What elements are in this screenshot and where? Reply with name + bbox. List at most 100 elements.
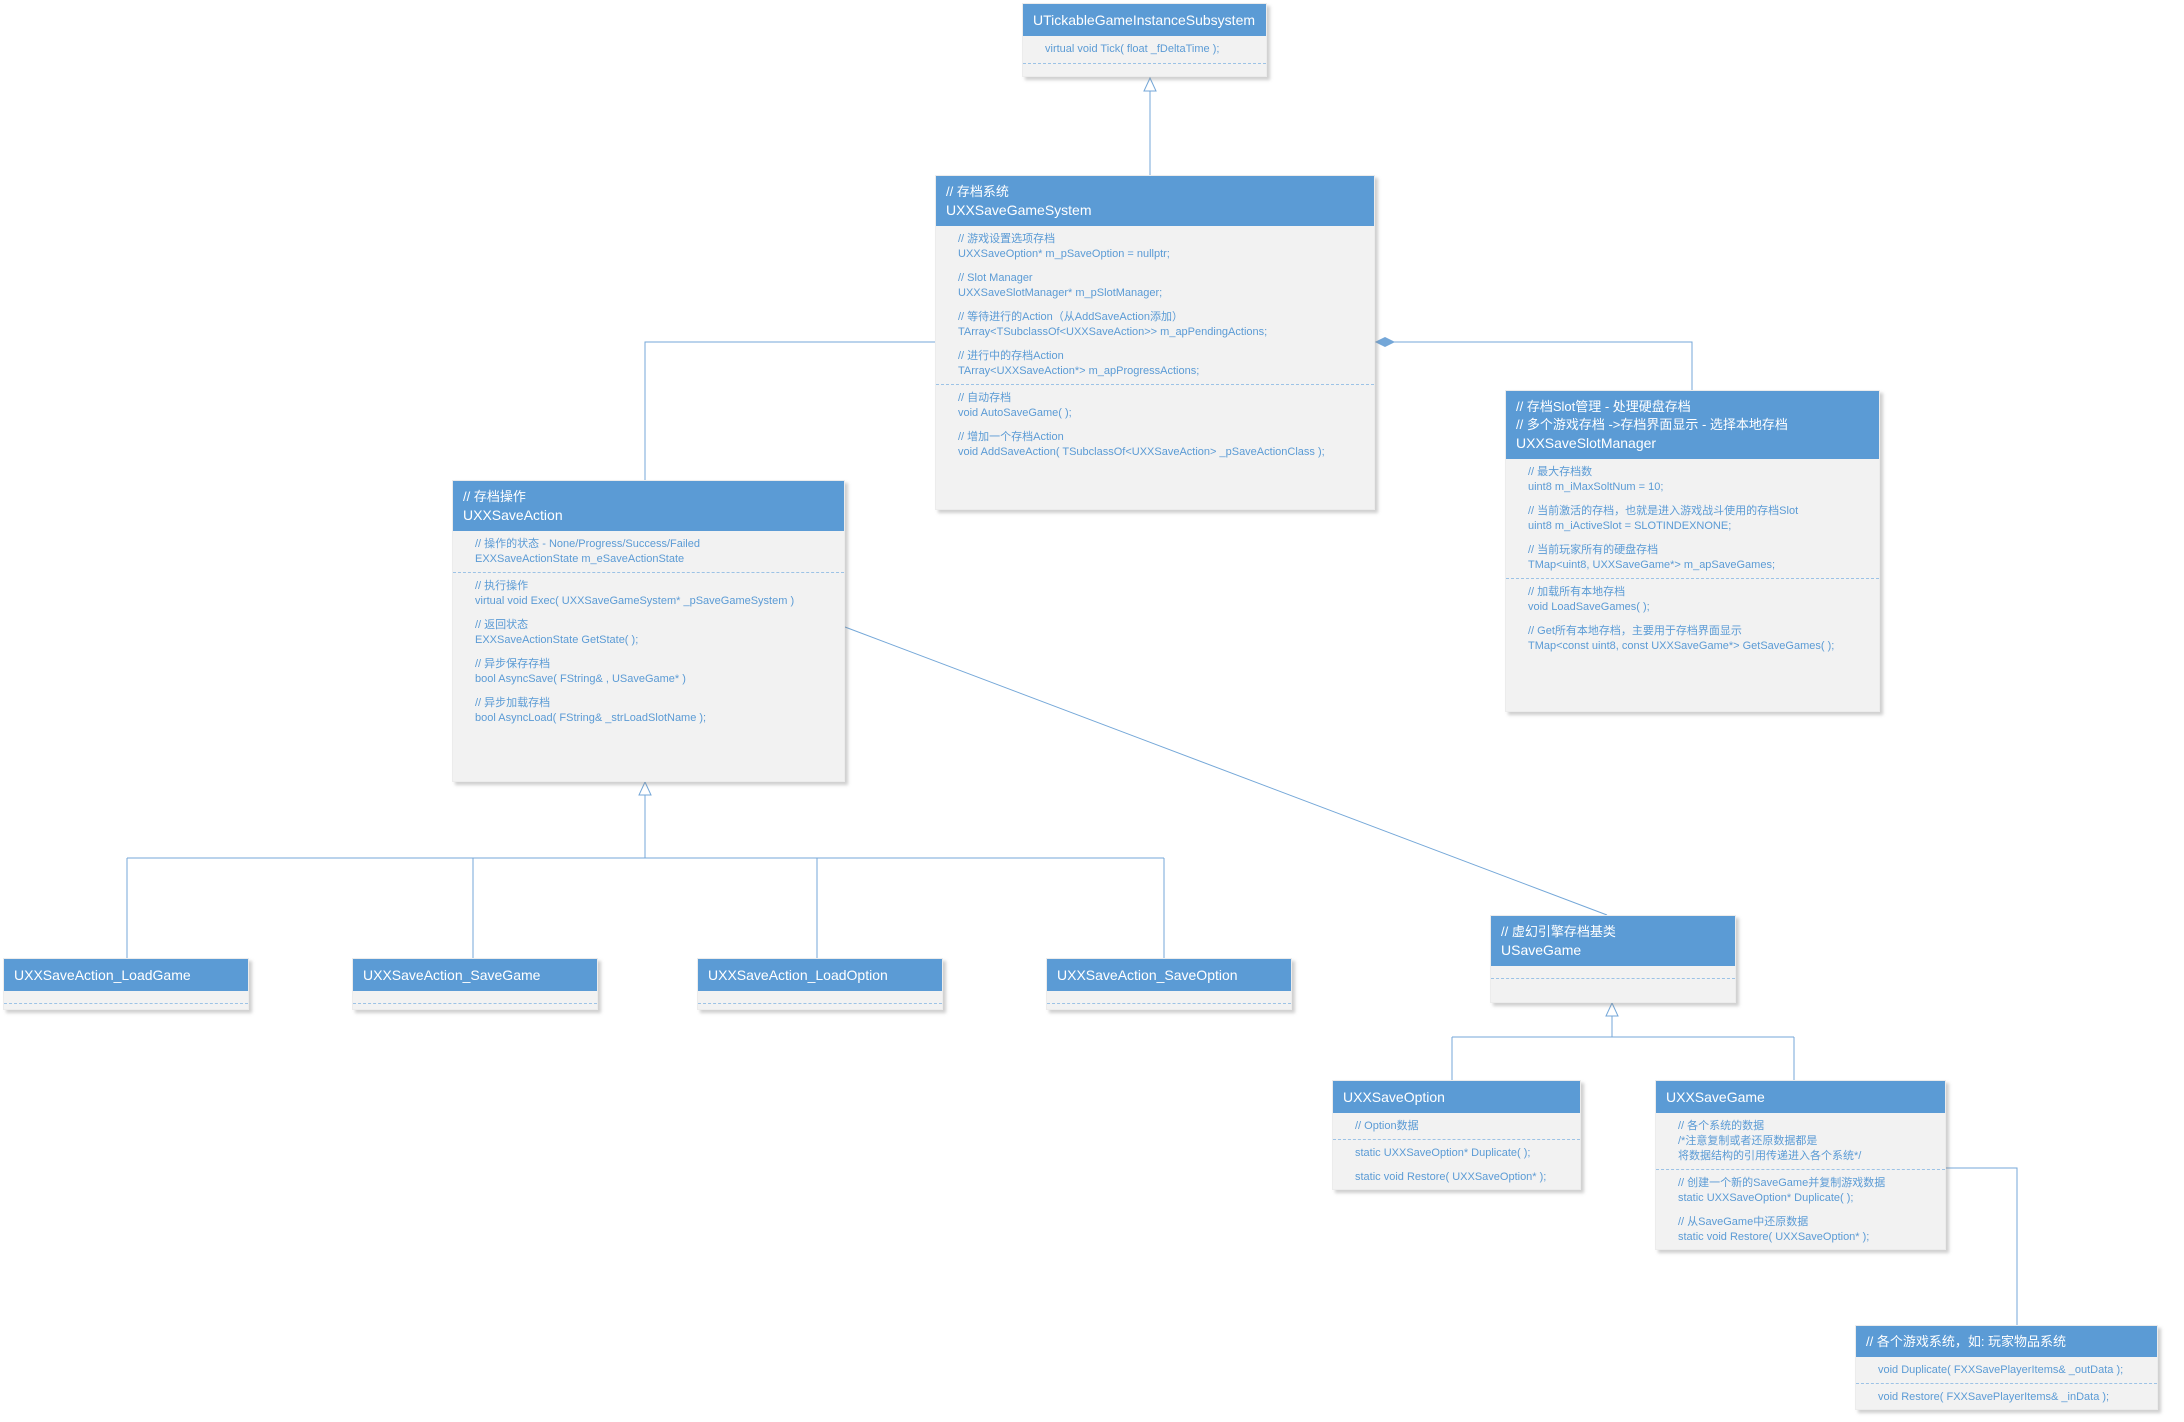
class-box-uxxsaveslotmanager[interactable]: // 存档Slot管理 - 处理硬盘存档// 多个游戏存档 ->存档界面显示 -… bbox=[1505, 390, 1880, 712]
edge-inheritance-actions-to-uxxsaveaction[interactable] bbox=[126, 795, 1165, 958]
member-row: // Get所有本地存档，主要用于存档界面显示 bbox=[1528, 625, 1742, 637]
class-box-uxxsaveaction-saveoption[interactable]: UXXSaveAction_SaveOption bbox=[1046, 958, 1292, 1010]
class-comment: // 存档Slot管理 - 处理硬盘存档 bbox=[1516, 399, 1691, 414]
member-row: // 返回状态 bbox=[475, 619, 529, 631]
class-header: // 存档Slot管理 - 处理硬盘存档// 多个游戏存档 ->存档界面显示 -… bbox=[1506, 391, 1879, 459]
class-box-gamesystems[interactable]: // 各个游戏系统，如: 玩家物品系统 void Duplicate( FXXSa… bbox=[1855, 1325, 2158, 1410]
class-header: // 存档系统 UXXSaveGameSystem bbox=[936, 176, 1374, 226]
member-row: // 从SaveGame中还原数据 bbox=[1678, 1216, 1809, 1228]
class-header: UXXSaveAction_SaveGame bbox=[353, 959, 597, 991]
empty-compartment bbox=[1491, 978, 1735, 986]
member-spacer bbox=[1506, 615, 1879, 624]
edge-association-uxxsaveaction-to-usavegame[interactable] bbox=[844, 626, 1608, 916]
class-members bbox=[698, 991, 942, 1009]
class-name: UXXSaveOption bbox=[1343, 1089, 1445, 1105]
member-spacer bbox=[936, 421, 1374, 430]
member-row: bool AsyncSave( FString& , USaveGame* ) bbox=[475, 673, 686, 685]
edge-inheritance-saveclasses-to-usavegame[interactable] bbox=[1451, 1016, 1795, 1080]
member-spacer bbox=[936, 262, 1374, 271]
member-row: // Slot Manager bbox=[958, 272, 1033, 284]
compartment-divider bbox=[1856, 1383, 2157, 1384]
member-row: static UXXSaveOption* Duplicate( ); bbox=[1355, 1147, 1531, 1159]
member-spacer bbox=[453, 648, 844, 657]
empty-compartment bbox=[4, 1003, 248, 1009]
member-spacer bbox=[453, 609, 844, 618]
member-row: // 加载所有本地存档 bbox=[1528, 586, 1626, 598]
edge-association-uxxsaveaction-to-uxxsavegamesystem[interactable] bbox=[644, 341, 935, 480]
inheritance-arrow-icon bbox=[1143, 76, 1157, 92]
class-name: UXXSaveAction_LoadGame bbox=[14, 967, 191, 983]
class-name: UXXSaveAction_SaveGame bbox=[363, 967, 541, 983]
class-header: // 各个游戏系统，如: 玩家物品系统 bbox=[1856, 1326, 2157, 1357]
class-members bbox=[4, 991, 248, 1009]
member-row: uint8 m_iActiveSlot = SLOTINDEXNONE; bbox=[1528, 520, 1732, 532]
member-row: TMap<const uint8, const UXXSaveGame*> Ge… bbox=[1528, 640, 1835, 652]
class-box-uxxsaveaction-savegame[interactable]: UXXSaveAction_SaveGame bbox=[352, 958, 598, 1010]
empty-compartment bbox=[353, 1003, 597, 1009]
class-members: // 各个系统的数据/*注意复制或者还原数据都是将数据结构的引用传递进入各个系统… bbox=[1656, 1113, 1945, 1249]
member-spacer bbox=[1656, 1206, 1945, 1215]
member-row: // 自动存档 bbox=[958, 392, 1012, 404]
member-row: UXXSaveOption* m_pSaveOption = nullptr; bbox=[958, 248, 1170, 260]
member-row: void AutoSaveGame( ); bbox=[958, 407, 1072, 419]
class-header: UTickableGameInstanceSubsystem bbox=[1023, 4, 1266, 36]
class-name: UTickableGameInstanceSubsystem bbox=[1033, 12, 1256, 28]
member-row: void Duplicate( FXXSavePlayerItems& _out… bbox=[1878, 1364, 2124, 1376]
member-row: bool AsyncLoad( FString& _strLoadSlotNam… bbox=[475, 712, 707, 724]
class-comment: // 虚幻引擎存档基类 bbox=[1501, 924, 1616, 939]
class-members: void Duplicate( FXXSavePlayerItems& _out… bbox=[1856, 1357, 2157, 1409]
class-box-uxxsaveaction[interactable]: // 存档操作 UXXSaveAction // 操作的状态 - None/Prog… bbox=[452, 480, 845, 782]
member-row: void AddSaveAction( TSubclassOf<UXXSaveA… bbox=[958, 446, 1325, 458]
class-name: UXXSaveAction bbox=[463, 507, 563, 523]
member-spacer bbox=[1506, 534, 1879, 543]
member-row: // 等待进行的Action（从AddSaveAction添加） bbox=[958, 311, 1183, 323]
class-comment: // 各个游戏系统，如: 玩家物品系统 bbox=[1866, 1334, 2067, 1349]
member-row: UXXSaveSlotManager* m_pSlotManager; bbox=[958, 287, 1163, 299]
compartment-divider bbox=[1333, 1139, 1580, 1140]
member-row: void LoadSaveGames( ); bbox=[1528, 601, 1650, 613]
class-comment: // 存档系统 bbox=[946, 184, 1009, 199]
composition-diamond-icon bbox=[1374, 336, 1396, 348]
class-comment: // 存档操作 bbox=[463, 489, 526, 504]
member-row: virtual void Exec( UXXSaveGameSystem* _p… bbox=[475, 595, 795, 607]
member-row: virtual void Tick( float _fDeltaTime ); bbox=[1045, 43, 1220, 55]
member-spacer bbox=[1506, 495, 1879, 504]
class-header: UXXSaveOption bbox=[1333, 1081, 1580, 1113]
class-name: UXXSaveGameSystem bbox=[946, 202, 1092, 218]
class-box-utickablegameinstancesubsystem[interactable]: UTickableGameInstanceSubsystem virtual vo… bbox=[1022, 3, 1267, 77]
class-members bbox=[1491, 966, 1735, 990]
edge-association-uxxsavegame-to-gamesystems[interactable] bbox=[1946, 1167, 2018, 1325]
member-row: static void Restore( UXXSaveOption* ); bbox=[1678, 1231, 1870, 1243]
edge-composition-uxxsaveslotmanager-to-uxxsavegamesystem[interactable] bbox=[1394, 341, 1693, 390]
member-row: // 增加一个存档Action bbox=[958, 431, 1064, 443]
class-box-uxxsaveaction-loadgame[interactable]: UXXSaveAction_LoadGame bbox=[3, 958, 249, 1010]
member-row: // 当前玩家所有的硬盘存档 bbox=[1528, 544, 1659, 556]
compartment-divider bbox=[1506, 578, 1879, 579]
member-row: static void Restore( UXXSaveOption* ); bbox=[1355, 1171, 1547, 1183]
class-box-uxxsaveaction-loadoption[interactable]: UXXSaveAction_LoadOption bbox=[697, 958, 943, 1010]
empty-compartment bbox=[1023, 63, 1266, 71]
class-box-uxxsavegame[interactable]: UXXSaveGame// 各个系统的数据/*注意复制或者还原数据都是将数据结构… bbox=[1655, 1080, 1946, 1250]
member-row: // 执行操作 bbox=[475, 580, 529, 592]
member-row: // 异步保存存档 bbox=[475, 658, 551, 670]
member-row: TArray<UXXSaveAction*> m_apProgressActio… bbox=[958, 365, 1200, 377]
member-row: void Restore( FXXSavePlayerItems& _inDat… bbox=[1878, 1391, 2110, 1403]
inheritance-arrow-icon bbox=[638, 780, 652, 796]
member-row: 将数据结构的引用传递进入各个系统*/ bbox=[1678, 1150, 1862, 1162]
class-header: UXXSaveAction_LoadOption bbox=[698, 959, 942, 991]
member-spacer bbox=[936, 301, 1374, 310]
member-row: static UXXSaveOption* Duplicate( ); bbox=[1678, 1192, 1854, 1204]
class-members: virtual void Tick( float _fDeltaTime ); bbox=[1023, 36, 1266, 75]
class-header: // 存档操作 UXXSaveAction bbox=[453, 481, 844, 531]
member-spacer bbox=[936, 340, 1374, 349]
class-name: UXXSaveAction_SaveOption bbox=[1057, 967, 1238, 983]
